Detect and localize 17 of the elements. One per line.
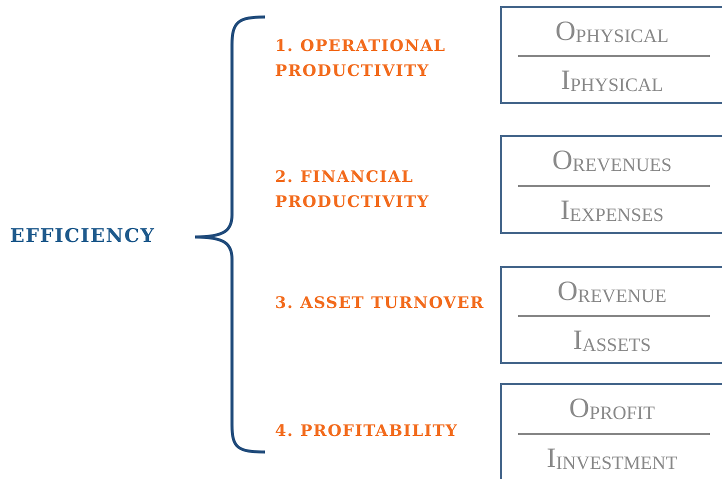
- formula-box: [500, 135, 722, 234]
- denominator-text: I$_{EXPENSES}$: [559, 194, 665, 228]
- category-label: 2. FINANCIAL PRODUCTIVITY: [275, 166, 430, 213]
- category-label: 3. ASSET TURNOVER: [275, 292, 486, 314]
- numerator-text: O$_{REVENUE}$: [556, 276, 668, 309]
- formula-box: [500, 6, 722, 104]
- category-label: 1. OPERATIONAL PRODUCTIVITY: [275, 35, 447, 82]
- denominator-text: I$_{ASSETS}$: [572, 325, 652, 358]
- category-label: 4. PROFITABILITY: [275, 420, 459, 442]
- numerator-text: O$_{PROFIT}$: [568, 393, 656, 426]
- numerator-text: O$_{REVENUES}$: [551, 145, 673, 178]
- denominator-text: I$_{PHYSICAL}$: [560, 65, 664, 98]
- heading-text: EFFICIENCY: [10, 225, 155, 247]
- formula-box: [500, 383, 722, 479]
- numerator-text: O$_{PHYSICAL}$: [554, 16, 670, 49]
- denominator-text: I$_{INVESTMENT}$: [546, 443, 678, 476]
- formula-box: [500, 266, 722, 364]
